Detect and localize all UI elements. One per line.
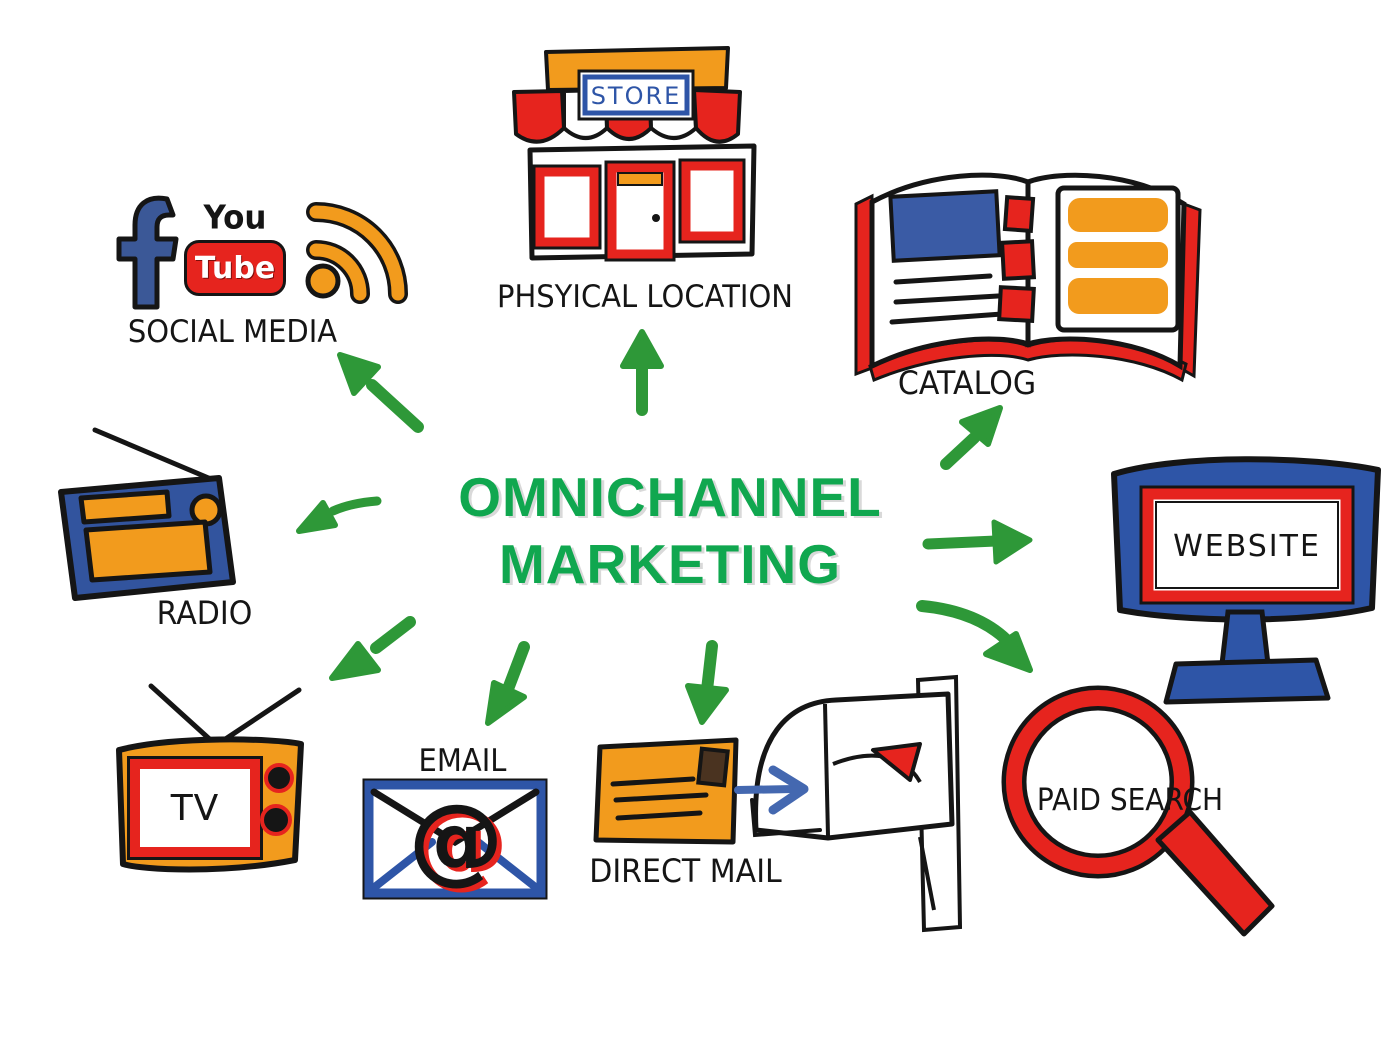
direct-mail-label: DIRECT MAIL [589,852,782,891]
tv-screen-text: TV [170,788,220,829]
at-icon: @ [409,785,504,895]
arrow-to-direct-mail [685,640,729,725]
youtube-tube-text: Tube [194,250,276,286]
youtube-you-text: You [203,199,267,237]
direct-mail-icon [593,674,963,933]
arrow-to-website [922,519,1033,565]
tv-icon: TV [116,683,304,873]
facebook-icon [116,195,179,310]
page-title-line2: MARKETING [498,533,842,595]
email-label: EMAIL [418,741,507,779]
rss-icon [305,202,408,304]
youtube-tube-box: Tube [184,240,286,296]
paid-search-label: PAID SEARCH [1036,781,1224,818]
monitor-icon: WEBSITE [1111,456,1381,705]
arrow-to-paid-search [916,600,1033,673]
store-icon: STORE [512,46,757,262]
open-catalog-book-icon [854,172,1202,383]
mailbox-flag [871,742,922,782]
youtube-icon: You Tube [183,198,287,304]
store-sign-text: STORE [591,82,682,110]
arrow-to-radio [296,496,382,534]
email-envelope-icon: @ @ [362,778,548,900]
physical-location-label: PHSYICAL LOCATION [496,277,793,315]
arrow-to-tv [329,616,416,681]
magnifier-icon [1001,685,1275,937]
right-arrow-icon [734,765,809,815]
catalog-label: CATALOG [897,364,1037,403]
radio-label: RADIO [156,594,253,633]
website-screen-text: WEBSITE [1173,529,1321,564]
social-media-label: SOCIAL MEDIA [127,312,338,350]
arrow-to-physical-location [620,329,664,416]
radio-icon [58,427,236,601]
page-title: OMNICHANNEL MARKETING [420,464,920,598]
arrow-to-email [485,641,530,726]
arrow-to-social-media [337,352,424,433]
at-icon-shadow: @ [414,789,509,899]
arrow-to-catalog [940,405,1003,470]
stamp [696,746,730,788]
mailbox-icon [753,691,955,841]
page-title-line1: OMNICHANNEL [458,466,882,528]
